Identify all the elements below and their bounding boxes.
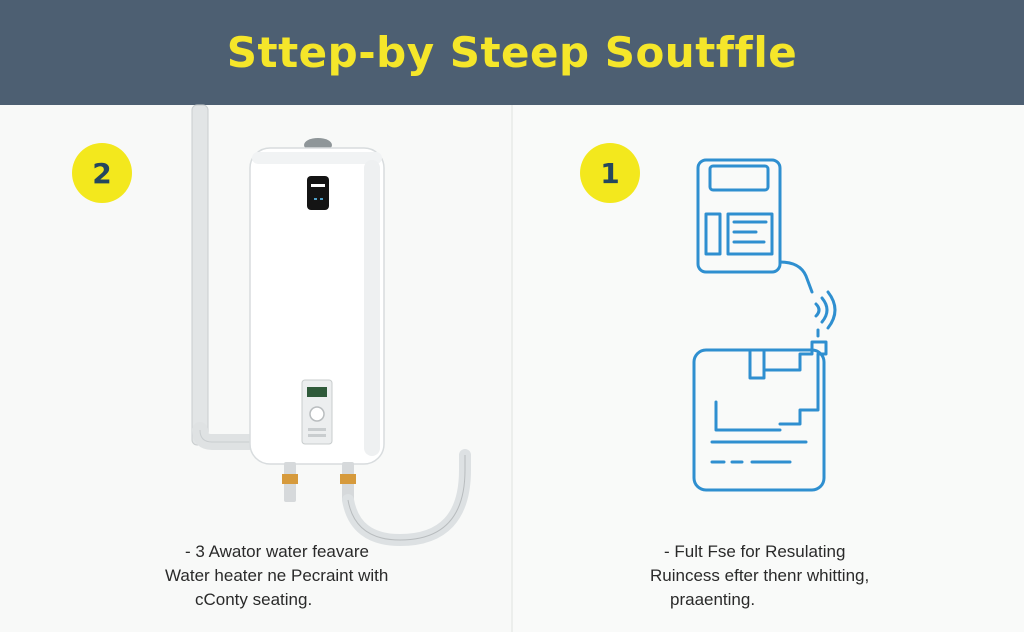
right-caption-line-3: praaenting. [670, 590, 756, 609]
left-caption-line-1: - 3 Awator water feavare [185, 542, 369, 561]
left-caption-line-2: Water heater ne Pecraint with [165, 566, 389, 585]
left-caption-line-3: cConty seating. [195, 590, 313, 609]
right-caption-line-1: - Fult Fse for Resulating [664, 542, 846, 561]
page-title: Sttep-by Steep Soutffle [226, 28, 798, 77]
step-1-badge: 1 [580, 143, 640, 203]
step-2-badge: 2 [72, 143, 132, 203]
header-bar: Sttep-by Steep Soutffle [0, 0, 1024, 105]
right-caption: - Fult Fse for Resulating Ruincess efter… [650, 540, 869, 612]
left-caption: - 3 Awator water feavare Water heater ne… [165, 540, 388, 612]
right-caption-line-2: Ruincess efter thenr whitting, [650, 566, 870, 585]
panel-divider [511, 105, 513, 632]
